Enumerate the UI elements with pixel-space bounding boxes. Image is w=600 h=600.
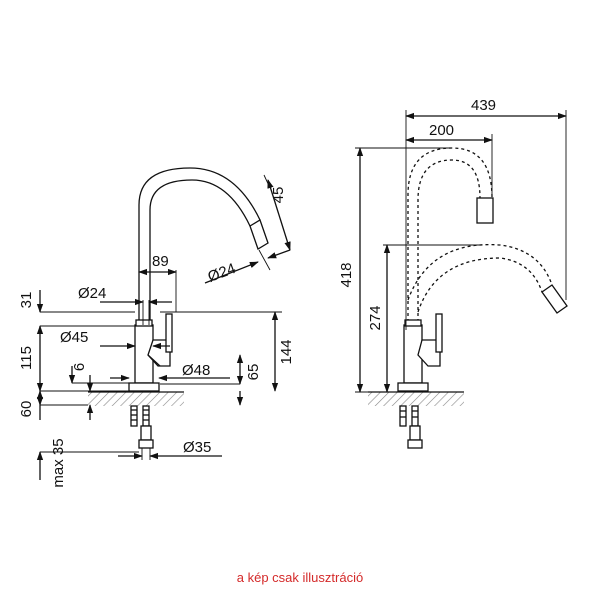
hose-fitting [138, 439, 154, 449]
right-view-labels: 439 200 418 274 [338, 97, 496, 331]
dim-d48: Ø48 [182, 362, 210, 379]
spout-down-tip [541, 284, 568, 314]
base-ring-right [397, 382, 429, 392]
countertop-left [88, 392, 184, 406]
handle-lever [165, 313, 173, 353]
left-view-labels: 45 89 Ø24 31 Ø24 Ø45 115 144 6 Ø48 65 60… [18, 187, 295, 488]
dim-d24-body: Ø24 [78, 285, 106, 302]
spout-down-outer [407, 243, 553, 301]
dim-31: 31 [18, 292, 35, 309]
dim-274: 274 [367, 305, 384, 330]
spout-down-inner [417, 257, 543, 313]
dim-45-top: 45 [270, 187, 287, 204]
spout-up-inner [417, 159, 481, 322]
left-view [36, 167, 291, 480]
spout-tip [249, 219, 269, 250]
base-ring [128, 382, 160, 392]
dim-200: 200 [429, 122, 454, 139]
spout-outer [138, 167, 261, 322]
right-view [355, 110, 568, 449]
dim-439: 439 [471, 97, 496, 114]
handle-detail [147, 354, 161, 367]
dim-max35: max 35 [50, 438, 67, 487]
dim-d35: Ø35 [183, 439, 211, 456]
dim-418: 418 [338, 262, 355, 287]
dim-6: 6 [71, 363, 88, 371]
dim-89: 89 [152, 253, 169, 270]
dim-d24-spout: Ø24 [206, 260, 238, 286]
handle-lever-right [435, 313, 443, 353]
spout-inner [149, 179, 251, 322]
hose-connector [140, 425, 152, 441]
dim-115: 115 [18, 346, 35, 370]
spout-up-outer [407, 147, 493, 322]
spout-up-tip [476, 197, 494, 224]
hose-right [142, 405, 150, 427]
countertop-right [368, 392, 464, 406]
dim-65: 65 [245, 364, 262, 381]
dim-60: 60 [18, 401, 35, 418]
hose-left [130, 405, 138, 427]
dim-d45-body: Ø45 [60, 329, 88, 346]
dim-144: 144 [278, 339, 295, 364]
body-collar [135, 319, 153, 327]
illustration-caption: a kép csak illusztráció [236, 570, 364, 585]
